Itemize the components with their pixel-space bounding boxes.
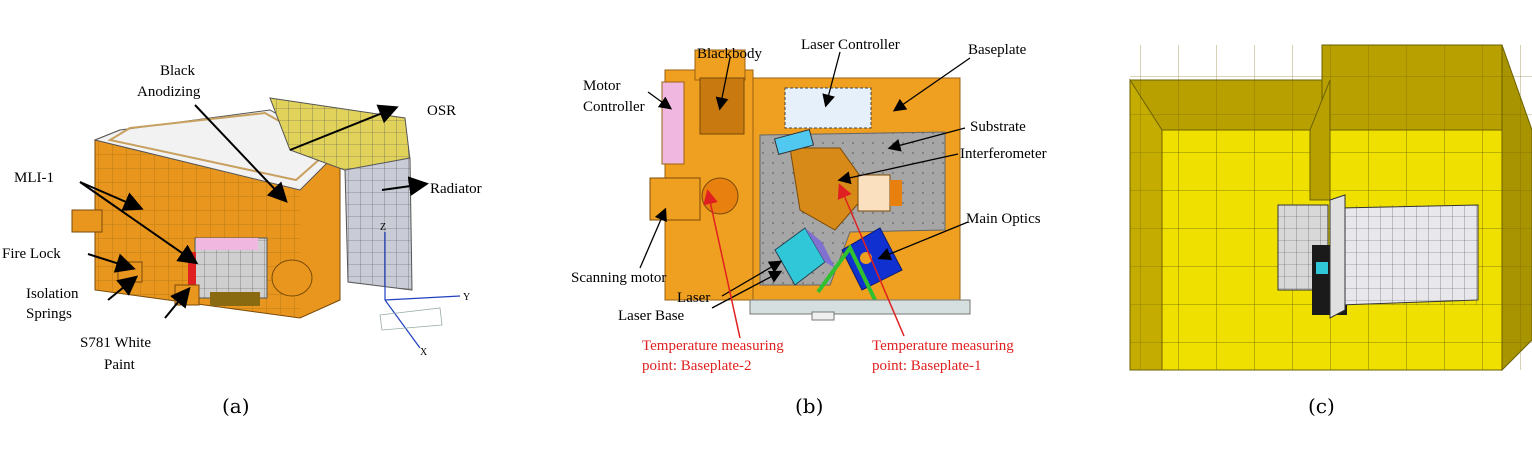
- label-blackbody: Blackbody: [697, 46, 762, 62]
- label-scanning-motor: Scanning motor: [571, 270, 666, 286]
- label-fire-lock: Fire Lock: [2, 246, 61, 262]
- axis-z-label: Z: [380, 222, 386, 233]
- label-paint-2: Paint: [104, 357, 136, 373]
- label-interferometer: Interferometer: [960, 146, 1047, 162]
- scanning-motor: [649, 177, 701, 221]
- fire-lock-block: [71, 209, 103, 233]
- label-substrate: Substrate: [970, 119, 1026, 135]
- main-optics: [841, 227, 903, 291]
- caption-c: (c): [1308, 394, 1335, 418]
- caption-a: (a): [222, 394, 250, 418]
- label-laser-controller: Laser Controller: [801, 37, 900, 53]
- caption-b: (b): [795, 394, 823, 418]
- label-laser-base: Laser Base: [618, 308, 685, 324]
- label-temp1-2: point: Baseplate-1: [872, 358, 982, 374]
- top-lid: [93, 109, 341, 191]
- label-baseplate: Baseplate: [968, 42, 1027, 58]
- motor-controller-panel: [661, 81, 685, 165]
- red-strip: [188, 252, 196, 286]
- laser-controller: [784, 87, 872, 129]
- label-motor-2: Controller: [583, 99, 645, 115]
- label-black-anodizing-1: Black: [160, 63, 195, 79]
- label-mli: MLI-1: [14, 170, 54, 186]
- panel-a: Y Z X Black Anodizing OSR MLI-1 Radiator…: [2, 63, 482, 418]
- label-temp2-2: point: Baseplate-2: [642, 358, 752, 374]
- label-black-anodizing-2: Anodizing: [137, 84, 201, 100]
- label-isolation-1: Isolation: [26, 286, 79, 302]
- label-radiator: Radiator: [430, 181, 482, 197]
- coordinate-axes: [379, 232, 461, 349]
- label-temp2-1: Temperature measuring: [642, 338, 784, 354]
- motor-disc: [701, 177, 739, 215]
- label-main-optics: Main Optics: [966, 211, 1041, 227]
- blackbody: [699, 77, 745, 135]
- label-motor-1: Motor: [583, 78, 621, 94]
- panel-b: Blackbody Laser Controller Baseplate Mot…: [571, 37, 1047, 418]
- cylinder: [271, 259, 313, 297]
- label-isolation-2: Springs: [26, 306, 72, 322]
- axis-y-label: Y: [463, 292, 470, 303]
- label-temp1-1: Temperature measuring: [872, 338, 1014, 354]
- label-osr: OSR: [427, 103, 456, 119]
- axis-x-label: X: [420, 347, 428, 358]
- label-paint-1: S781 White: [80, 335, 151, 351]
- label-laser: Laser: [677, 290, 710, 306]
- panel-c: (c): [1129, 44, 1532, 418]
